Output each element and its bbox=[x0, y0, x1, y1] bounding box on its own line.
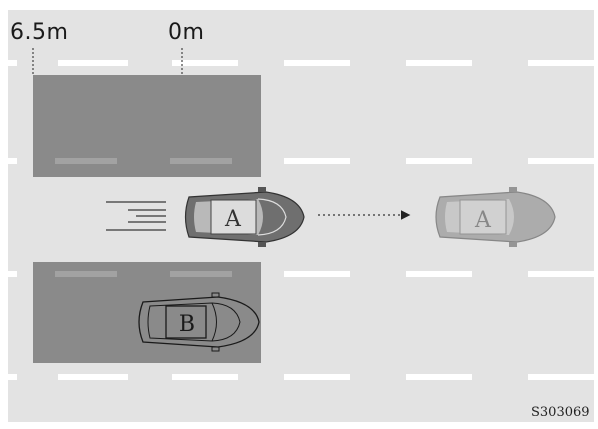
car-a-current-label: A bbox=[224, 207, 242, 232]
distance-ref-lines bbox=[32, 48, 183, 75]
distance-label-near: 0m bbox=[168, 20, 205, 45]
distance-label-far: 6.5m bbox=[10, 20, 69, 45]
zone-right-lane-marks bbox=[55, 271, 232, 277]
car-a-future: A bbox=[435, 187, 556, 247]
zone-left-lane-marks bbox=[55, 158, 232, 164]
lane-markings bbox=[8, 60, 594, 380]
car-a-current: A bbox=[184, 187, 305, 247]
figure-code: S303069 bbox=[531, 405, 590, 420]
speed-lines bbox=[106, 201, 166, 231]
detection-zone-right bbox=[33, 262, 261, 363]
car-a-future-label: A bbox=[474, 208, 492, 233]
car-b-label: B bbox=[179, 312, 195, 337]
car-b: B bbox=[138, 292, 260, 352]
